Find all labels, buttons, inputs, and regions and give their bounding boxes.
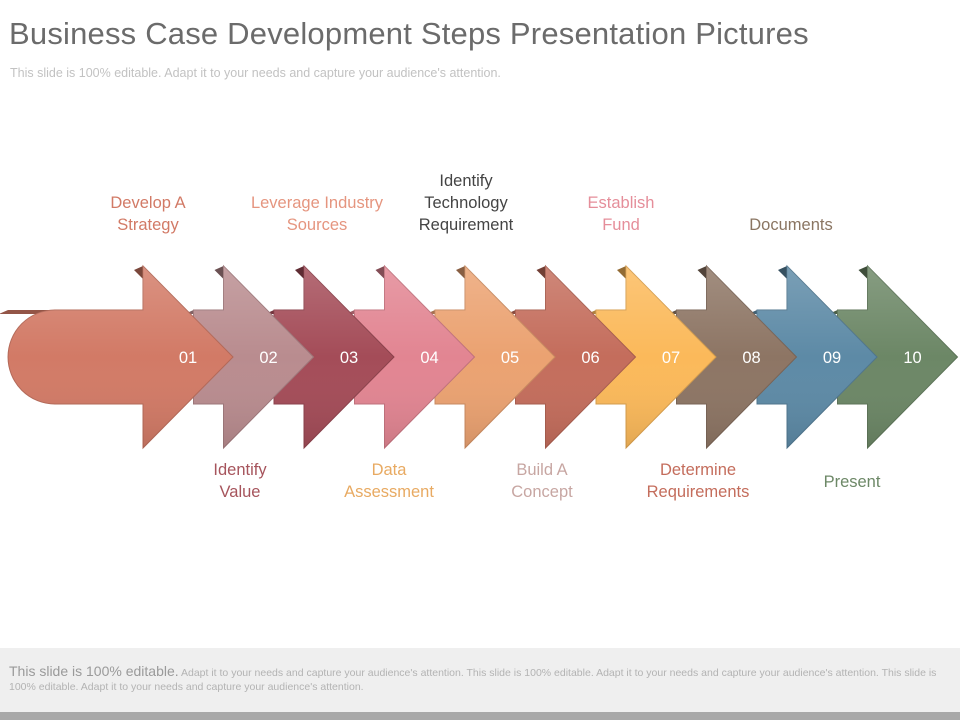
step-arrow-05: [426, 264, 556, 450]
step-arrow-08: [667, 264, 798, 450]
step-arrow-04: [345, 264, 476, 450]
step-arrow-10: [828, 264, 959, 450]
step-number-05: 05: [501, 349, 519, 367]
step-arrow-01: [0, 264, 234, 450]
footer-lead: This slide is 100% editable.: [9, 663, 179, 679]
step-label-10: Present: [823, 473, 881, 491]
step-number-07: 07: [662, 349, 680, 367]
step-number-02: 02: [259, 349, 277, 367]
step-number-10: 10: [903, 349, 921, 367]
step-number-06: 06: [581, 349, 599, 367]
step-number-04: 04: [420, 349, 438, 367]
step-number-01: 01: [179, 349, 197, 367]
step-label-09: Documents: [749, 216, 833, 234]
step-number-03: 03: [340, 349, 358, 367]
slide-title: Business Case Development Steps Presenta…: [9, 16, 809, 51]
slide-subtitle: This slide is 100% editable. Adapt it to…: [10, 66, 501, 80]
footer-panel: This slide is 100% editable. Adapt it to…: [0, 648, 960, 712]
footer-text: This slide is 100% editable. Adapt it to…: [9, 664, 939, 694]
step-number-09: 09: [823, 349, 841, 367]
bottom-bar: [0, 712, 960, 720]
step-arrow-06: [506, 264, 637, 450]
step-number-08: 08: [742, 349, 760, 367]
step-arrow-07: [587, 264, 717, 450]
footer-body: Adapt it to your needs and capture your …: [9, 667, 937, 693]
step-arrow-03: [265, 264, 395, 450]
step-arrow-09: [748, 264, 878, 450]
step-arrow-02: [184, 264, 315, 450]
